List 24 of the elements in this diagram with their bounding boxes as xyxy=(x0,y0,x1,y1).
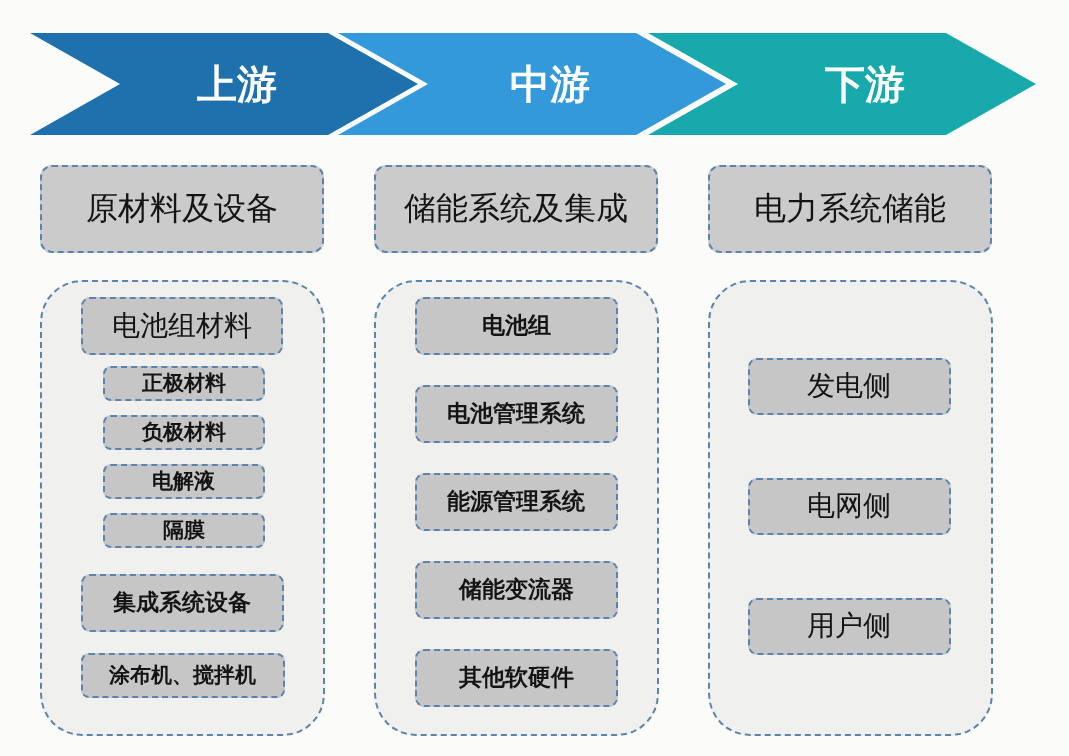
group-panel xyxy=(40,280,325,736)
item-box: 电池管理系统 xyxy=(414,384,618,443)
item-box: 其他软硬件 xyxy=(414,648,618,707)
item-box: 能源管理系统 xyxy=(414,472,618,531)
item-box: 电网侧 xyxy=(747,477,951,535)
item-box: 负极材料 xyxy=(102,414,265,450)
item-box: 集成系统设备 xyxy=(80,573,284,632)
item-box: 用户侧 xyxy=(747,597,951,655)
header-box: 储能系统及集成 xyxy=(374,165,658,253)
item-box: 涂布机、搅拌机 xyxy=(80,652,285,698)
item-box: 发电侧 xyxy=(747,357,951,415)
item-box: 电池组材料 xyxy=(80,296,283,355)
group-panel xyxy=(374,280,659,736)
item-box: 隔膜 xyxy=(102,512,265,548)
stage-banner: 上游 xyxy=(30,33,418,135)
item-box: 储能变流器 xyxy=(414,560,618,619)
header-box: 电力系统储能 xyxy=(708,165,992,253)
item-box: 电池组 xyxy=(414,296,618,355)
item-box: 正极材料 xyxy=(102,365,265,401)
stage-banner: 下游 xyxy=(648,33,1036,135)
stage-banner: 中游 xyxy=(338,33,726,135)
group-panel xyxy=(708,280,993,736)
item-box: 电解液 xyxy=(102,463,265,499)
header-box: 原材料及设备 xyxy=(40,165,324,253)
